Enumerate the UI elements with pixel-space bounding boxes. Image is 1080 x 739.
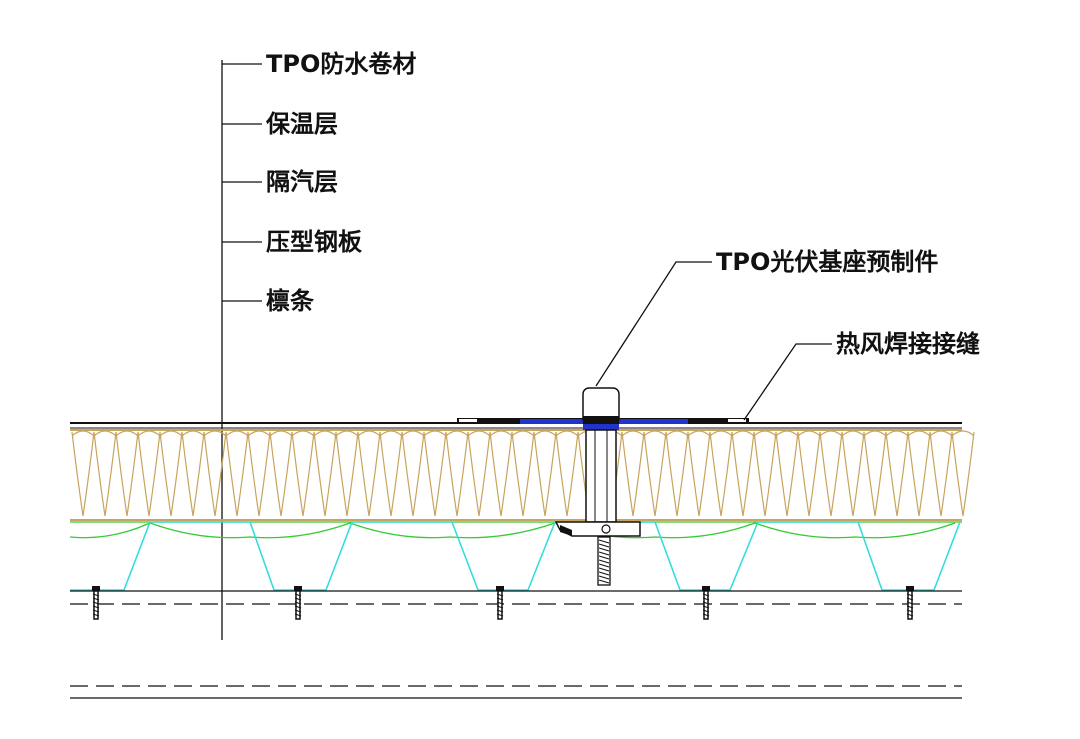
screw	[702, 586, 710, 620]
vapor-barrier-layer	[69, 521, 962, 539]
screw	[294, 586, 302, 620]
fastener-screws	[92, 586, 914, 620]
insulation-layer	[70, 429, 975, 521]
label-steel-deck: 压型钢板	[266, 228, 362, 256]
layer-leader-lines	[221, 60, 262, 640]
label-pv-base: TPO光伏基座预制件	[716, 248, 939, 276]
steel-deck-layer	[70, 521, 961, 591]
purlin-lines	[70, 590, 962, 699]
label-tpo-membrane: TPO防水卷材	[266, 50, 417, 78]
component-leader-lines	[595, 261, 832, 421]
label-insulation: 保温层	[266, 110, 338, 138]
label-weld-seam: 热风焊接接缝	[836, 330, 980, 358]
label-purlin: 檩条	[266, 287, 314, 315]
screw	[906, 586, 914, 620]
screw	[496, 586, 504, 620]
label-vapor-barrier: 隔汽层	[266, 168, 338, 196]
pv-base-post	[554, 387, 641, 586]
screw	[92, 586, 100, 620]
